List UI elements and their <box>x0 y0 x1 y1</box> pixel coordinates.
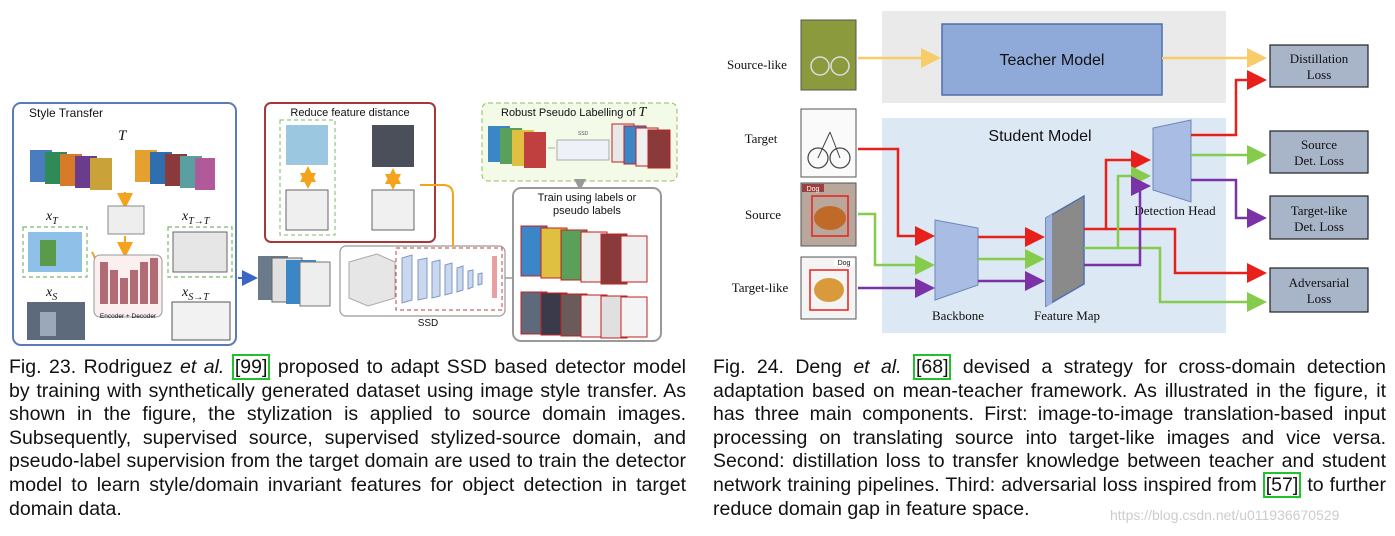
stylized-source-image <box>171 301 231 341</box>
stylized-target-image <box>172 231 228 273</box>
watermark: https://blog.csdn.net/u011936670529 <box>1110 507 1340 523</box>
train-labels-line1: Train using labels or <box>538 192 637 204</box>
adversarial-loss-line2: Loss <box>1307 291 1332 306</box>
train-labels-line2: pseudo labels <box>553 205 621 217</box>
cyclist-sketch <box>107 205 145 235</box>
adversarial-loss-box <box>1269 267 1369 313</box>
target-sketch-image <box>800 108 857 178</box>
train-images-bottom <box>520 291 648 339</box>
label-x-s: xS <box>45 285 57 303</box>
backbone-label: Backbone <box>932 308 984 323</box>
detection-head-block <box>1152 119 1192 203</box>
teacher-model-box <box>941 23 1163 96</box>
source-det-loss-line1: Source <box>1301 137 1337 152</box>
style-images-strip <box>30 150 215 190</box>
fig23-diagram: Style Transfer T xT xS <box>12 102 678 346</box>
distillation-loss-box <box>1269 44 1369 88</box>
backbone-block <box>934 219 979 301</box>
pseudo-labelled-images <box>611 123 671 169</box>
label-target: Target <box>745 131 778 146</box>
teacher-model-label: Teacher Model <box>1000 52 1105 69</box>
ssd-layers <box>401 254 483 304</box>
red-arrows <box>858 70 1267 283</box>
source-det-loss-line2: Det. Loss <box>1294 153 1344 168</box>
pseudo-input-images <box>488 126 546 168</box>
ref-link-57[interactable]: [57] <box>1262 471 1302 498</box>
distillation-loss-line2: Loss <box>1307 67 1332 82</box>
style-transfer-title: Style Transfer <box>29 106 103 120</box>
reduce-feature-title: Reduce feature distance <box>290 107 409 119</box>
distillation-loss-line1: Distillation <box>1290 51 1349 66</box>
label-x-s-to-t: xS→T <box>181 285 210 303</box>
encoder-decoder-layers <box>100 258 158 304</box>
target-like-det-loss-box <box>1269 195 1369 240</box>
student-model-label: Student Model <box>988 128 1091 145</box>
fig23-caption: Fig. 23. Rodriguez et al. [99] proposed … <box>9 354 687 520</box>
label-source: Source <box>745 207 781 222</box>
label-x-t: xT <box>45 209 59 227</box>
source-like-image <box>800 19 857 91</box>
t-symbol: T <box>118 128 128 144</box>
detection-head-label: Detection Head <box>1134 203 1216 218</box>
ssd-label: SSD <box>418 318 439 329</box>
fig24-caption: Fig. 24. Deng et al. [68] devised a stra… <box>713 354 1387 520</box>
feature-map-label: Feature Map <box>1034 308 1100 323</box>
target-like-dog-tag: Dog <box>838 260 851 267</box>
train-images-top <box>520 225 648 285</box>
label-x-t-to-t: xT→T <box>181 209 211 227</box>
target-like-det-loss-line2: Det. Loss <box>1294 219 1344 234</box>
ref-link-99[interactable]: [99] <box>231 354 271 380</box>
ref-link-68[interactable]: [68] <box>912 354 952 380</box>
target-like-det-loss-line1: Target-like <box>1291 203 1348 218</box>
encoder-decoder-label: Encoder + Decoder <box>100 313 157 320</box>
label-target-like: Target-like <box>732 280 789 295</box>
source-dog-tag: Dog <box>807 186 820 193</box>
small-ssd-label: SSD <box>578 131 589 137</box>
input-image-stack <box>258 256 331 307</box>
fig24-diagram: Teacher Model Source-like Target Source … <box>727 11 1369 333</box>
adversarial-loss-line1: Adversarial <box>1289 275 1350 290</box>
source-det-loss-box <box>1269 130 1369 174</box>
label-source-like: Source-like <box>727 57 787 72</box>
purple-arrows <box>858 176 1267 298</box>
